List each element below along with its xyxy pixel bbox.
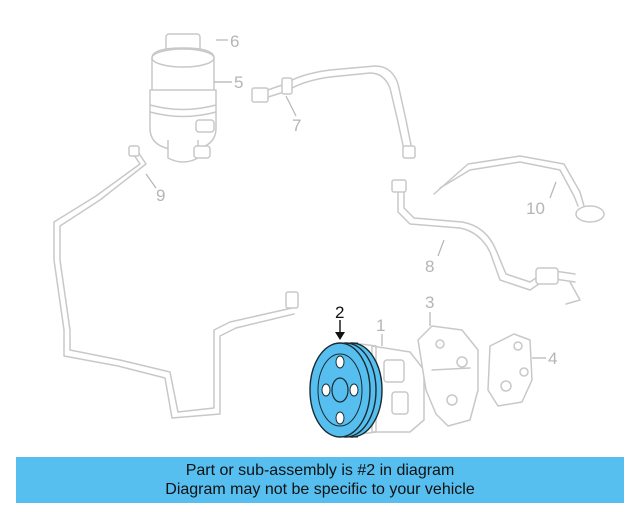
callout-7: 7 [292, 116, 301, 135]
hose-10-drawing [433, 155, 605, 223]
callout-3: 3 [425, 293, 434, 312]
hose-9-drawing [53, 145, 299, 419]
callout-6: 6 [230, 32, 239, 51]
banner-line-part: Part or sub-assembly is #2 in diagram [185, 462, 455, 479]
bracket-3-drawing [417, 325, 479, 427]
parts-diagram: 6 5 7 9 10 8 2 1 3 4 [53, 32, 605, 438]
reservoir-drawing [149, 33, 217, 163]
pulley-drawing [309, 342, 383, 438]
banner-line-disclaimer: Diagram may not be specific to your vehi… [165, 481, 475, 498]
hose-7-drawing [251, 65, 416, 159]
callout-9: 9 [156, 186, 165, 205]
callout-8: 8 [425, 257, 434, 276]
callout-4: 4 [548, 349, 557, 368]
disclaimer-banner: Part or sub-assembly is #2 in diagram Di… [16, 457, 624, 503]
bracket-4-drawing [487, 333, 533, 407]
callout-1: 1 [376, 316, 385, 335]
callout-2: 2 [335, 303, 344, 322]
callout-5: 5 [234, 73, 243, 92]
leader-lines [145, 39, 557, 359]
hose-8-drawing [391, 179, 581, 305]
callout-10: 10 [526, 199, 545, 218]
